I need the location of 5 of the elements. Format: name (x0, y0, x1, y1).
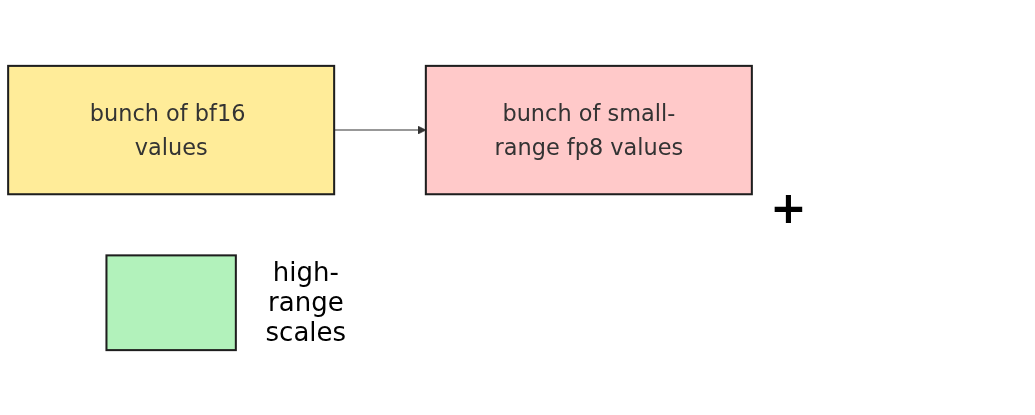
node-box: bunch of small-range fp8 values (424, 64, 753, 195)
node-caption: high-range scales (264, 257, 348, 348)
node-box: bunch of bf16 values (7, 64, 336, 195)
plus-sign: + (770, 182, 807, 233)
node-box (105, 253, 237, 351)
